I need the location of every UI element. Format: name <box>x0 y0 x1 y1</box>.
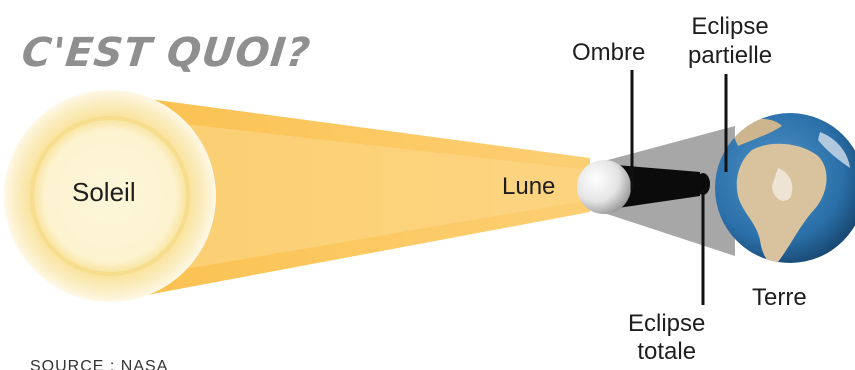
earth-label: Terre <box>752 285 807 311</box>
shadow-label: Ombre <box>572 40 645 66</box>
total-eclipse-label: Eclipse totale <box>628 310 705 366</box>
total-eclipse-label-line1: Eclipse <box>628 310 705 338</box>
moon <box>577 160 631 214</box>
partial-eclipse-label-line1: Eclipse <box>688 12 772 41</box>
partial-eclipse-label: Eclipse partielle <box>688 12 772 70</box>
sun-label: Soleil <box>72 178 136 207</box>
page-headline: C'EST QUOI? <box>20 30 313 76</box>
partial-eclipse-label-line2: partielle <box>688 41 772 70</box>
total-eclipse-label-line2: totale <box>628 338 705 366</box>
source-credit: SOURCE : NASA <box>30 358 168 370</box>
moon-label: Lune <box>502 174 555 200</box>
earth <box>715 113 855 264</box>
